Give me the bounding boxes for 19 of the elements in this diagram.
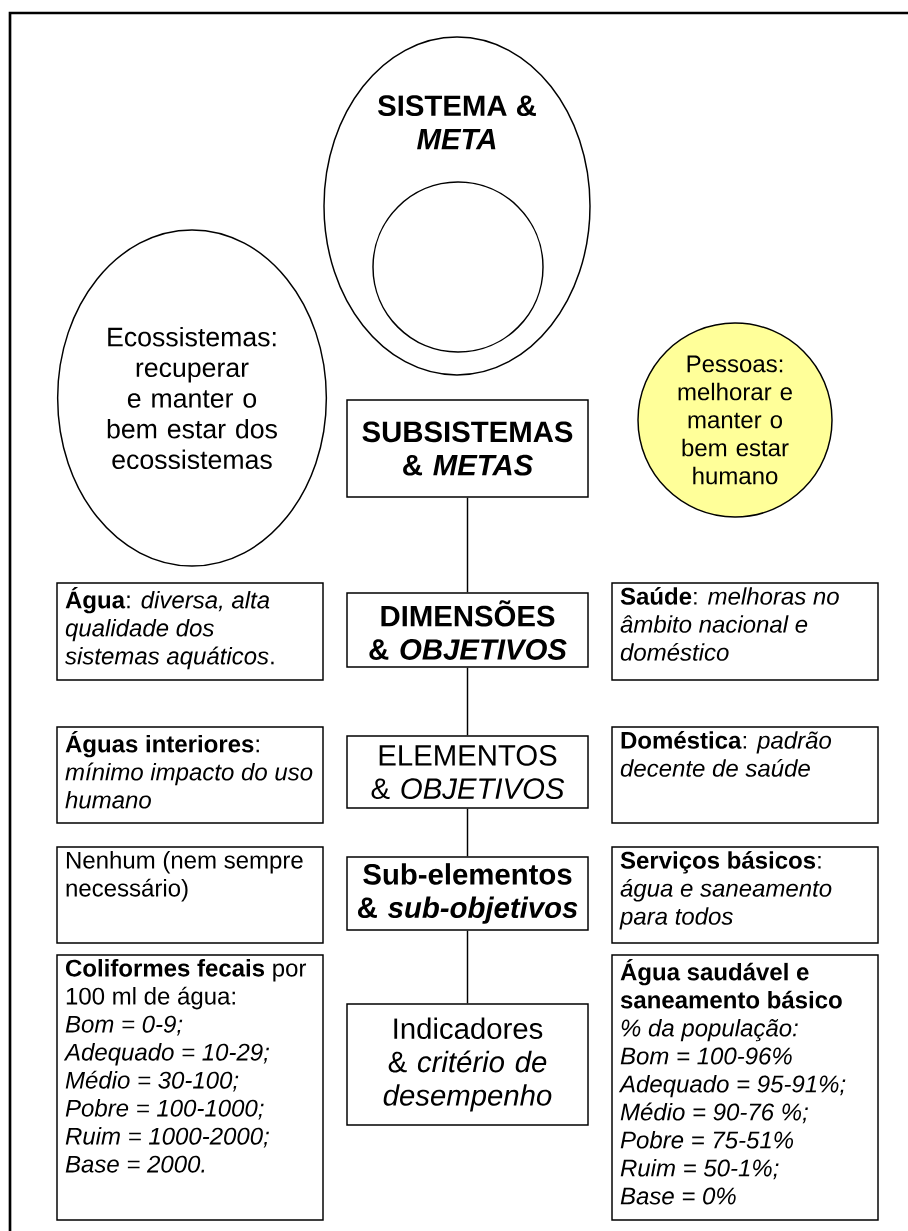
text-box: ELEMENTOS & OBJETIVOS [346,735,589,809]
text-box: SUBSISTEMAS & METAS [346,399,589,498]
connector-line [466,808,469,857]
connector-line [466,667,469,736]
text-box: Coliformes fecais por 100 ml de água: Bom = 0-9; Adequado = 10-29; Médio = 30-100; Pobre = 100-1000; Ruim = 1000-2000; Base = 2000. [56,954,324,1221]
text-box: Água: diversa, alta qualidade dos sistemas aquáticos. [56,582,324,681]
circle [372,181,544,353]
text-box: Saúde: melhoras no âmbito nacional e doméstico [611,582,879,681]
text-box: Serviços básicos: água e saneamento para todos [611,846,879,944]
text-box: Águas interiores: mínimo impacto do uso humano [56,726,324,824]
oval: Ecossistemas: recuperar e manter o bem estar dos ecossistemas [56,229,328,567]
connector-line [466,497,469,593]
text-box: Doméstica: padrão decente de saúde [611,726,879,824]
text-box: Nenhum (nem sempre necessário) [56,846,324,944]
text-box: Indicadores & critério de desempenho [346,1003,589,1126]
text-box: Sub-elementos & sub-objetivos [346,856,589,931]
text-box: Água saudável e saneamento básico % da população: Bom = 100-96% Adequado = 95-91%; Médio = 90-76 %; Pobre = 75-51% Ruim = 50-1%; Base = 0% [611,954,879,1221]
connector-line [466,930,469,1004]
text-box: DIMENSÕES & OBJETIVOS [346,592,589,668]
